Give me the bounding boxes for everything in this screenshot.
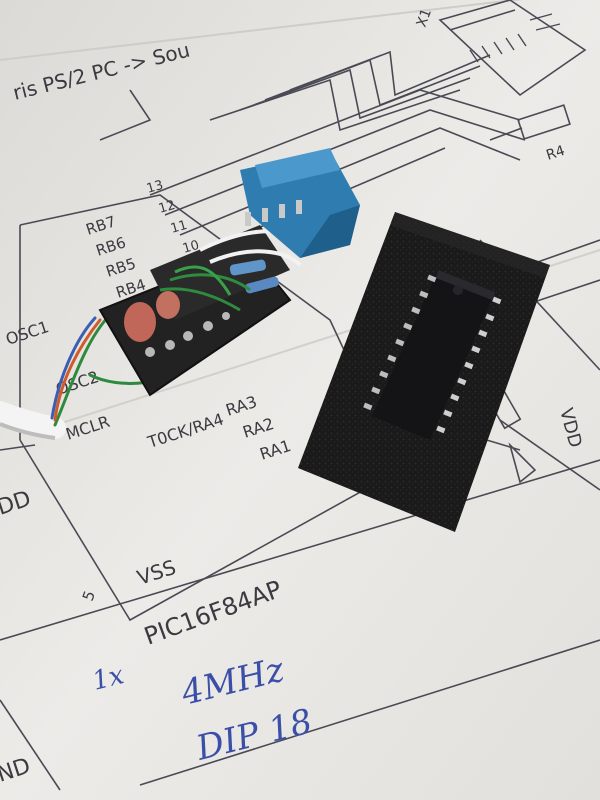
white-cable-shadow bbox=[0, 422, 56, 440]
pin-number: 12 bbox=[157, 198, 177, 217]
resistor-label: R4 bbox=[544, 143, 567, 164]
perfboard-assembly bbox=[98, 225, 302, 397]
blue-connector bbox=[240, 148, 360, 258]
connector-label: X1 bbox=[414, 7, 435, 30]
resistor-component bbox=[229, 259, 266, 276]
resistor-component bbox=[245, 276, 279, 294]
connector-pins bbox=[469, 13, 561, 63]
capacitor bbox=[124, 302, 156, 342]
chip-notch bbox=[453, 285, 463, 295]
capacitor bbox=[156, 291, 180, 319]
white-cable bbox=[0, 401, 66, 439]
pin-number: 13 bbox=[145, 178, 165, 197]
handwritten-quantity: 1x bbox=[89, 660, 127, 697]
pin-number: 11 bbox=[169, 218, 189, 237]
dip18-chip bbox=[363, 270, 502, 440]
paper-fold bbox=[0, 0, 523, 61]
